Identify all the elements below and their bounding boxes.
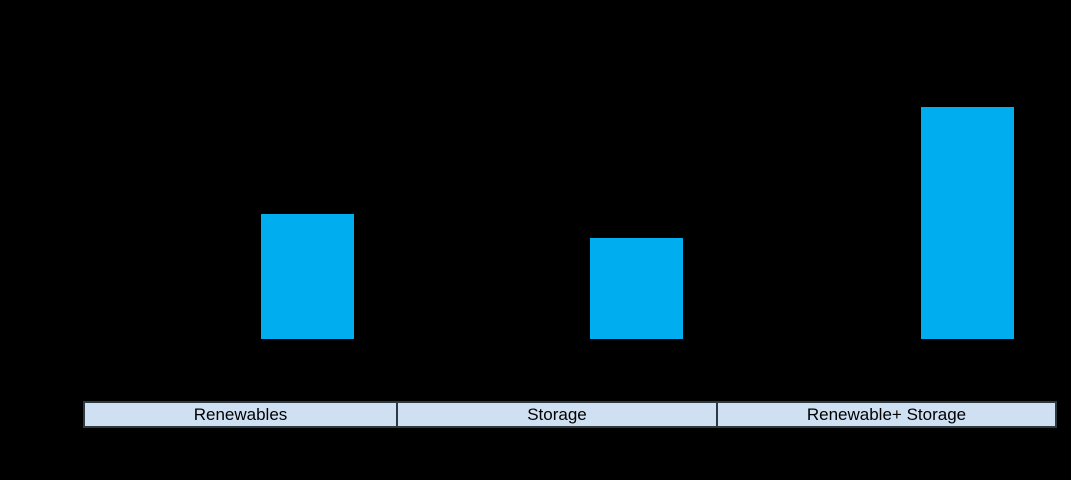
category-label-text: Storage <box>527 405 587 424</box>
bar-storage <box>590 238 683 339</box>
bar-renewables <box>261 214 354 339</box>
category-label-text: Renewable+ Storage <box>806 405 967 424</box>
bar-renewable-plus-storage <box>921 107 1014 339</box>
category-label-renewables: Renewables <box>83 401 398 428</box>
category-label-storage: Storage <box>396 401 718 428</box>
category-label-text: Renewables <box>193 405 288 424</box>
category-label-renewable-plus-storage: Renewable+ Storage <box>716 401 1057 428</box>
